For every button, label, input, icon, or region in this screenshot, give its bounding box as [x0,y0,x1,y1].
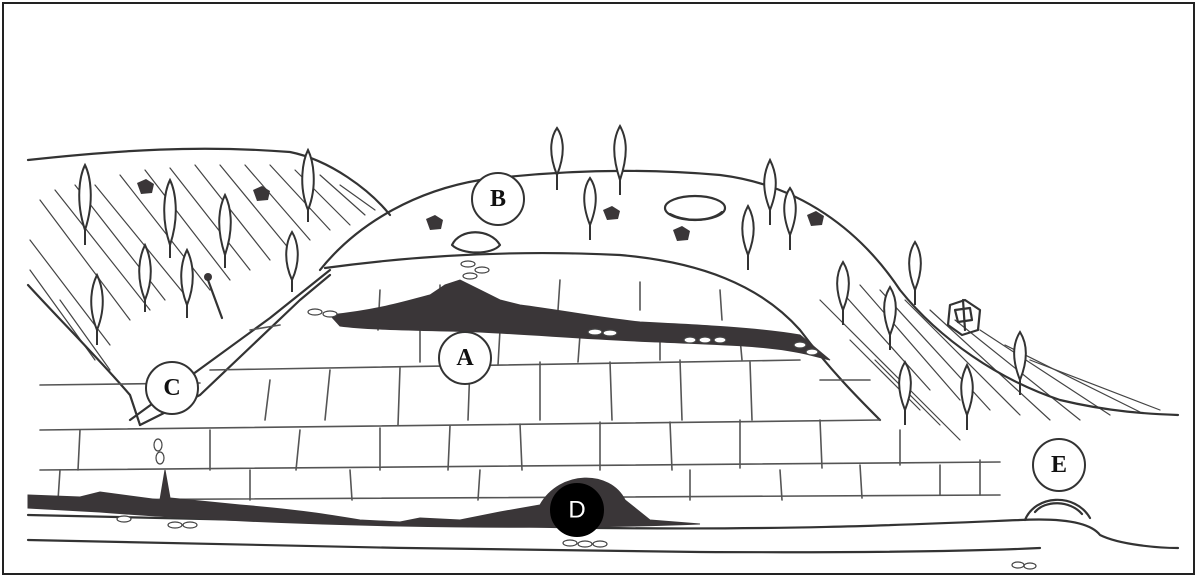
farmhouse [948,300,980,335]
trees [79,126,1026,430]
label-e-text: E [1051,452,1067,478]
label-d: D [551,484,603,536]
right-slope-hatching [820,285,1160,440]
label-c: C [146,362,198,414]
label-b-text: B [490,186,506,212]
label-b: B [472,173,524,225]
label-d-text: D [568,497,585,524]
label-a-text: A [456,345,474,371]
label-c-text: C [163,375,180,401]
label-a: A [439,332,491,384]
label-e: E [1033,439,1085,491]
